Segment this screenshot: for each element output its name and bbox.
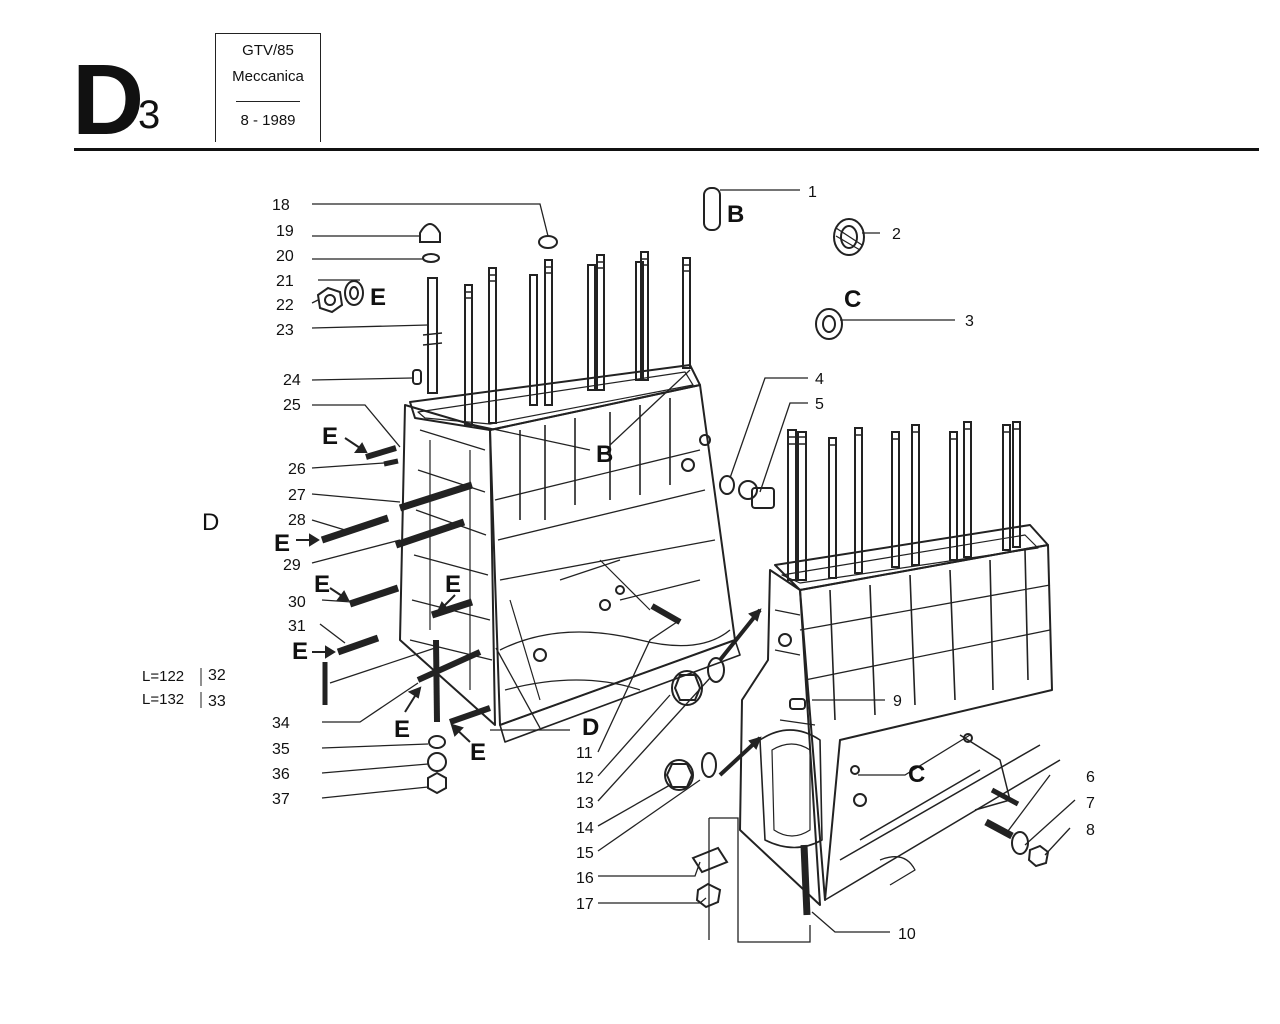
callout-19: 19 (276, 223, 294, 240)
callout-33: 33 (208, 693, 226, 710)
section-number: 3 (138, 93, 161, 137)
callout-12: 12 (576, 770, 594, 787)
callout-14: 14 (576, 820, 594, 837)
right-engine-block (739, 524, 1061, 906)
letter-d-block: D (582, 714, 599, 741)
callout-9: 9 (893, 693, 902, 710)
callout-37: 37 (272, 791, 290, 808)
callout-1: 1 (808, 184, 817, 201)
callout-24: 24 (283, 372, 301, 389)
callout-22: 22 (276, 297, 294, 314)
detail-letters: B C E B C D D E E E E E E E (202, 201, 925, 788)
leader-lines (311, 189, 1076, 943)
callout-28: 28 (288, 512, 306, 529)
letter-e-3: E (314, 571, 330, 598)
letter-c-block: C (908, 761, 925, 788)
letter-b-block: B (596, 441, 613, 468)
loose-parts (316, 187, 1050, 916)
callout-21: 21 (276, 273, 294, 290)
title-divider (236, 101, 300, 102)
callout-5: 5 (815, 396, 824, 413)
left-head-studs (464, 251, 691, 426)
length-l132: L=132 (142, 691, 184, 708)
callout-16: 16 (576, 870, 594, 887)
model-label: GTV/85 (242, 42, 294, 59)
callout-13: 13 (576, 795, 594, 812)
callout-17: 17 (576, 896, 594, 913)
right-head-studs (787, 421, 1021, 581)
callout-25: 25 (283, 397, 301, 414)
callout-11: 11 (576, 745, 593, 762)
callout-7: 7 (1086, 795, 1095, 812)
callout-6: 6 (1086, 769, 1095, 786)
callout-10: 10 (898, 926, 916, 943)
title-box: GTV/85 Meccanica 8 - 1989 (215, 33, 321, 142)
callout-27: 27 (288, 487, 306, 504)
letter-e-1: E (322, 423, 338, 450)
callout-36: 36 (272, 766, 290, 783)
left-engine-block (399, 364, 741, 743)
category-label: Meccanica (232, 68, 304, 85)
callout-34: 34 (272, 715, 290, 732)
callout-29: 29 (283, 557, 301, 574)
callout-23: 23 (276, 322, 294, 339)
letter-e-top: E (370, 284, 386, 311)
letter-e-6: E (394, 716, 410, 743)
letter-e-2: E (274, 530, 290, 557)
letter-e-5: E (292, 638, 308, 665)
callout-18: 18 (272, 197, 290, 214)
letter-e-7: E (470, 739, 486, 766)
callout-30: 30 (288, 594, 306, 611)
callout-numbers: 1 2 3 4 5 6 7 8 9 10 11 12 13 14 15 16 1… (208, 184, 1095, 943)
arrows (296, 437, 762, 777)
callout-35: 35 (272, 741, 290, 758)
callout-26: 26 (288, 461, 306, 478)
letter-d-left: D (202, 509, 219, 536)
callout-32: 32 (208, 667, 226, 684)
letter-c-top: C (844, 286, 861, 313)
letter-e-4: E (445, 571, 461, 598)
callout-20: 20 (276, 248, 294, 265)
callout-4: 4 (815, 371, 824, 388)
section-letter: D (72, 44, 144, 156)
length-notes: L=122 L=132 (142, 668, 202, 708)
length-l122: L=122 (142, 668, 184, 685)
letter-b-top: B (727, 201, 744, 228)
callout-2: 2 (892, 226, 901, 243)
callout-31: 31 (288, 618, 306, 635)
callout-8: 8 (1086, 822, 1095, 839)
callout-15: 15 (576, 845, 594, 862)
date-label: 8 - 1989 (240, 112, 296, 129)
callout-3: 3 (965, 313, 974, 330)
header-rule (74, 148, 1259, 151)
